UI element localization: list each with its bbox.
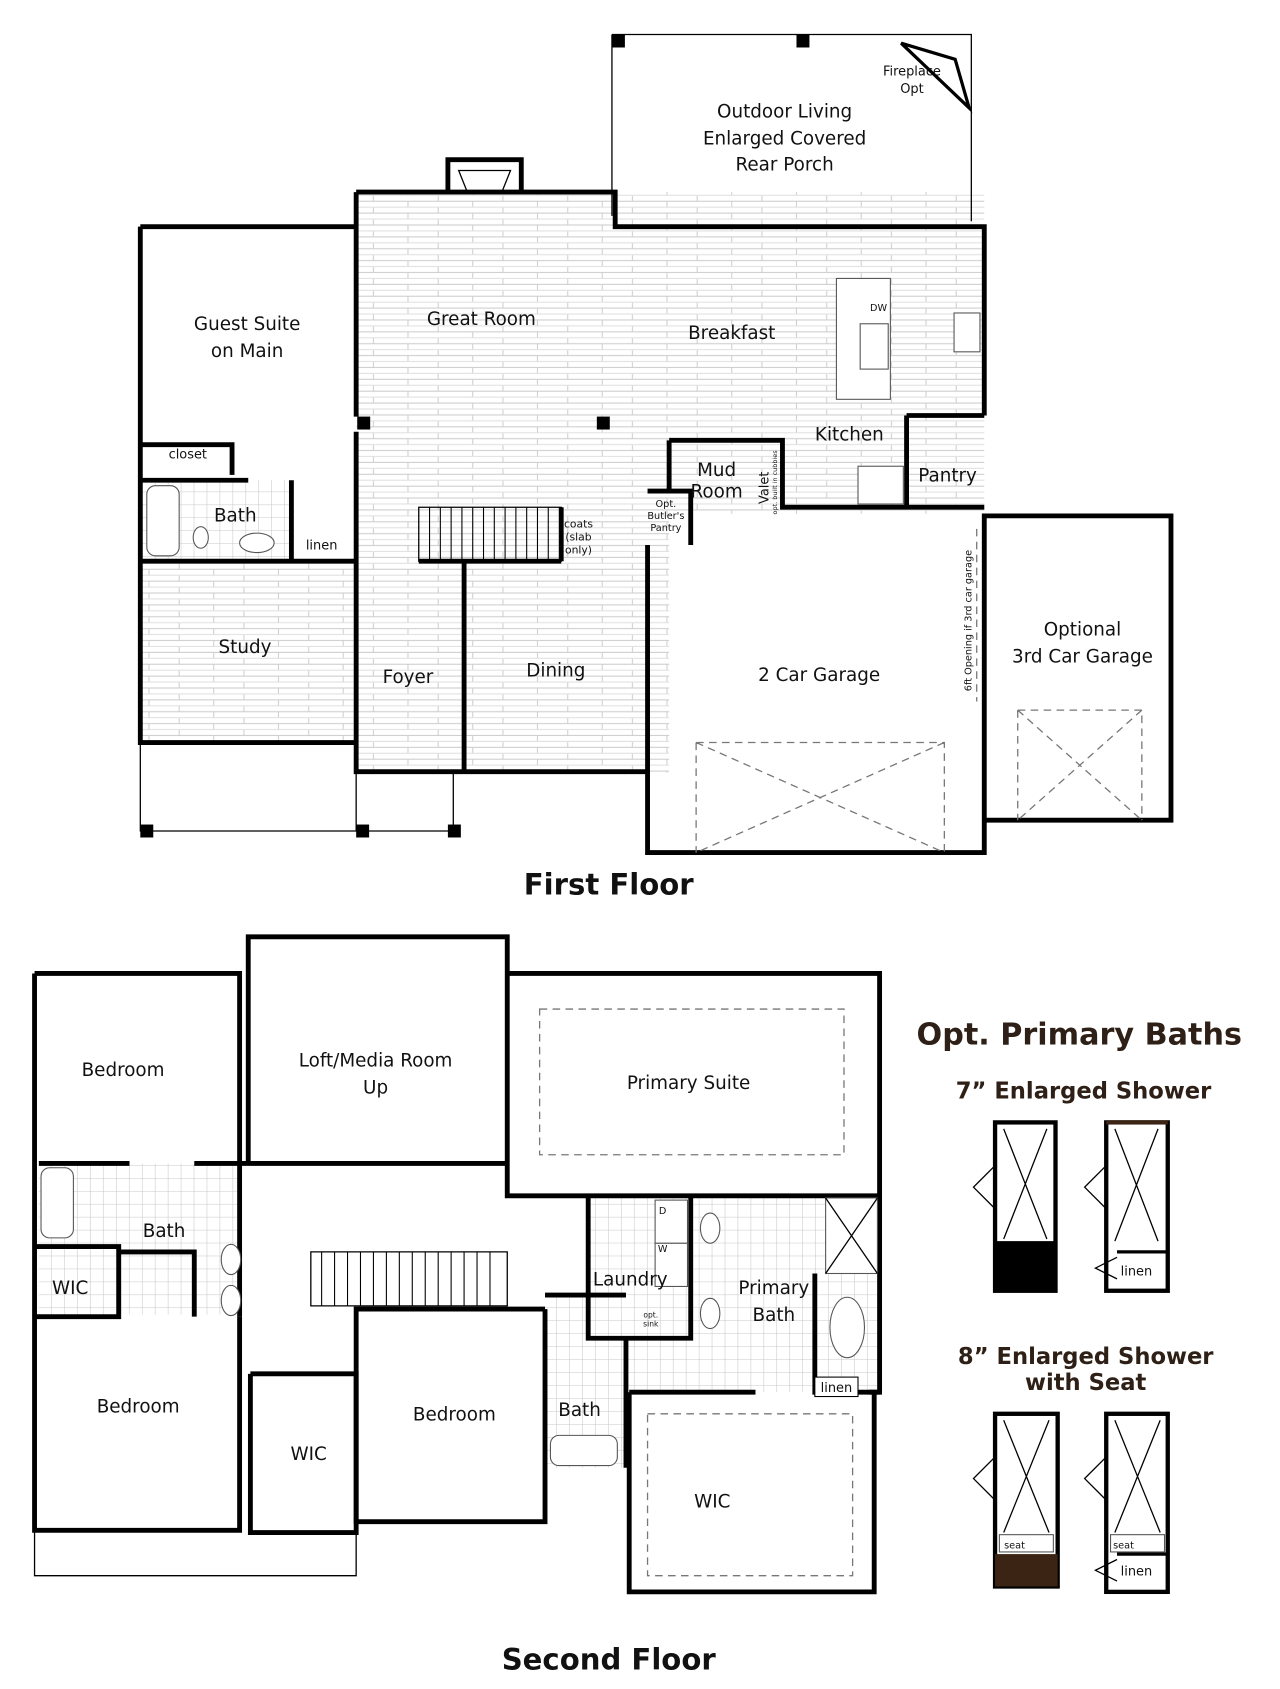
garage-opening-note: 6ft Opening if 3rd car garage	[963, 550, 974, 691]
room-label-dining: Dining	[526, 661, 585, 682]
shower-option-7b: linen	[1083, 1120, 1170, 1293]
linen-label-8: linen	[1121, 1565, 1153, 1580]
washer-label: W	[658, 1244, 668, 1255]
opt-sink-label: opt.sink	[643, 1311, 659, 1329]
room-label-study: Study	[219, 637, 272, 658]
room-label-bath: Bath	[214, 505, 257, 526]
room-label-kitchen: Kitchen	[815, 424, 884, 445]
room-label-linen: linen	[306, 538, 338, 553]
room-label-closet: closet	[169, 448, 207, 463]
dryer-label: D	[659, 1206, 666, 1217]
second-floor-title: Second Floor	[502, 1643, 717, 1677]
room-label-garage: 2 Car Garage	[758, 665, 880, 686]
room-label-linen: linen	[821, 1381, 853, 1396]
shower-option-7a	[972, 1120, 1058, 1293]
first-floor-title: First Floor	[524, 868, 695, 902]
room-label-primary-suite: Primary Suite	[627, 1073, 750, 1094]
room-label-breakfast: Breakfast	[688, 323, 775, 344]
room-label-wic-2: WIC	[291, 1444, 327, 1465]
shower-option-8a: seat	[972, 1411, 1060, 1589]
options-title: Opt. Primary Baths	[917, 1018, 1242, 1053]
room-label-bedroom-1: Bedroom	[82, 1060, 165, 1081]
room-label-bath-1: Bath	[143, 1221, 186, 1242]
room-label-great-room: Great Room	[427, 309, 536, 330]
room-label-foyer: Foyer	[383, 667, 434, 688]
room-label-wic-primary: WIC	[694, 1492, 730, 1513]
room-label-wic-1: WIC	[52, 1278, 88, 1299]
option-7-title: 7” Enlarged Shower	[956, 1079, 1212, 1105]
dishwasher-label: DW	[870, 303, 887, 314]
shower-option-8b: seat linen	[1083, 1411, 1170, 1595]
room-label-laundry: Laundry	[593, 1269, 668, 1290]
opt-primary-baths: Opt. Primary Baths 7” Enlarged Shower 8”…	[917, 1018, 1242, 1595]
linen-label-7: linen	[1121, 1265, 1153, 1280]
room-label-bedroom-2: Bedroom	[97, 1397, 180, 1418]
seat-label-8b: seat	[1113, 1541, 1134, 1552]
room-label-pantry: Pantry	[918, 465, 977, 486]
room-label-bath-2: Bath	[558, 1400, 601, 1421]
seat-label-8a: seat	[1004, 1541, 1025, 1552]
room-label-valet: Valet	[757, 472, 772, 504]
valet-note: opt. built in cubbies	[771, 450, 779, 515]
room-label-bedroom-3: Bedroom	[413, 1404, 496, 1425]
